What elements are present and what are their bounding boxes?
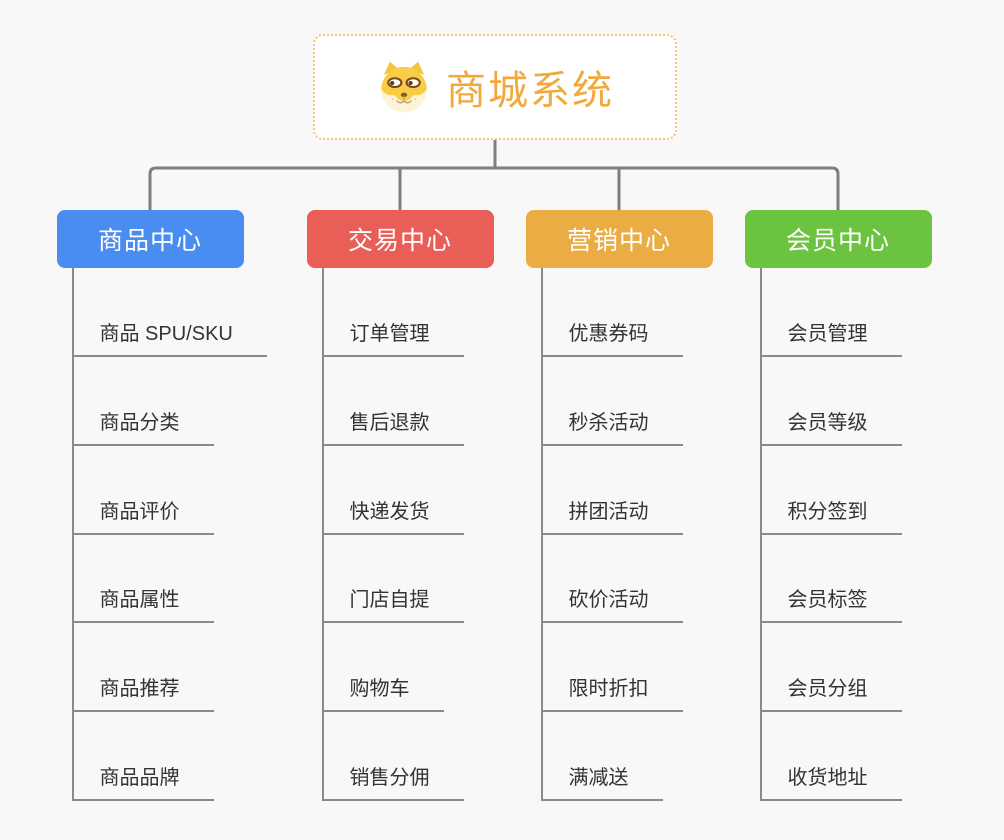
subtopic[interactable]: 会员管理 — [759, 317, 902, 357]
subtopic[interactable]: 会员分组 — [759, 672, 902, 712]
root-topic[interactable]: 商城系统 — [313, 34, 677, 140]
subtopic[interactable]: 会员等级 — [759, 406, 902, 446]
subtopic[interactable]: 售后退款 — [321, 406, 464, 446]
branch-topic-label: 营销中心 — [566, 227, 671, 255]
subtopic[interactable]: 限时折扣 — [540, 672, 683, 712]
subtopic[interactable]: 销售分佣 — [321, 761, 464, 801]
root-topic-label: 商城系统 — [446, 69, 614, 113]
subtopic[interactable]: 商品评价 — [71, 495, 214, 535]
subtopic[interactable]: 满减送 — [540, 761, 663, 801]
subtopic[interactable]: 商品分类 — [71, 406, 214, 446]
subtopic[interactable]: 砍价活动 — [540, 583, 683, 623]
branch-topic-label: 交易中心 — [347, 227, 452, 255]
subtopic[interactable]: 商品推荐 — [71, 672, 214, 712]
subtopic[interactable]: 秒杀活动 — [540, 406, 683, 446]
branch-topic-label: 会员中心 — [785, 227, 890, 255]
subtopic[interactable]: 拼团活动 — [540, 495, 683, 535]
subtopic[interactable]: 商品属性 — [71, 583, 214, 623]
branch-topic-trade-center[interactable]: 交易中心 — [306, 210, 494, 268]
doge-icon — [381, 61, 427, 113]
subtopic[interactable]: 商品品牌 — [71, 761, 214, 801]
subtopic[interactable]: 订单管理 — [321, 317, 464, 357]
subtopic[interactable]: 积分签到 — [759, 495, 902, 535]
branch-topic-marketing-center[interactable]: 营销中心 — [525, 210, 713, 268]
subtopic[interactable]: 优惠券码 — [540, 317, 683, 357]
subtopic[interactable]: 会员标签 — [759, 583, 902, 623]
subtopic[interactable]: 商品 SPU/SKU — [71, 317, 267, 357]
subtopic[interactable]: 门店自提 — [321, 583, 464, 623]
subtopic[interactable]: 快递发货 — [321, 495, 464, 535]
subtopic[interactable]: 收货地址 — [759, 761, 902, 801]
subtopic[interactable]: 购物车 — [321, 672, 444, 712]
branch-topic-label: 商品中心 — [97, 227, 202, 255]
branch-topic-product-center[interactable]: 商品中心 — [56, 210, 244, 268]
branch-topic-member-center[interactable]: 会员中心 — [744, 210, 932, 268]
